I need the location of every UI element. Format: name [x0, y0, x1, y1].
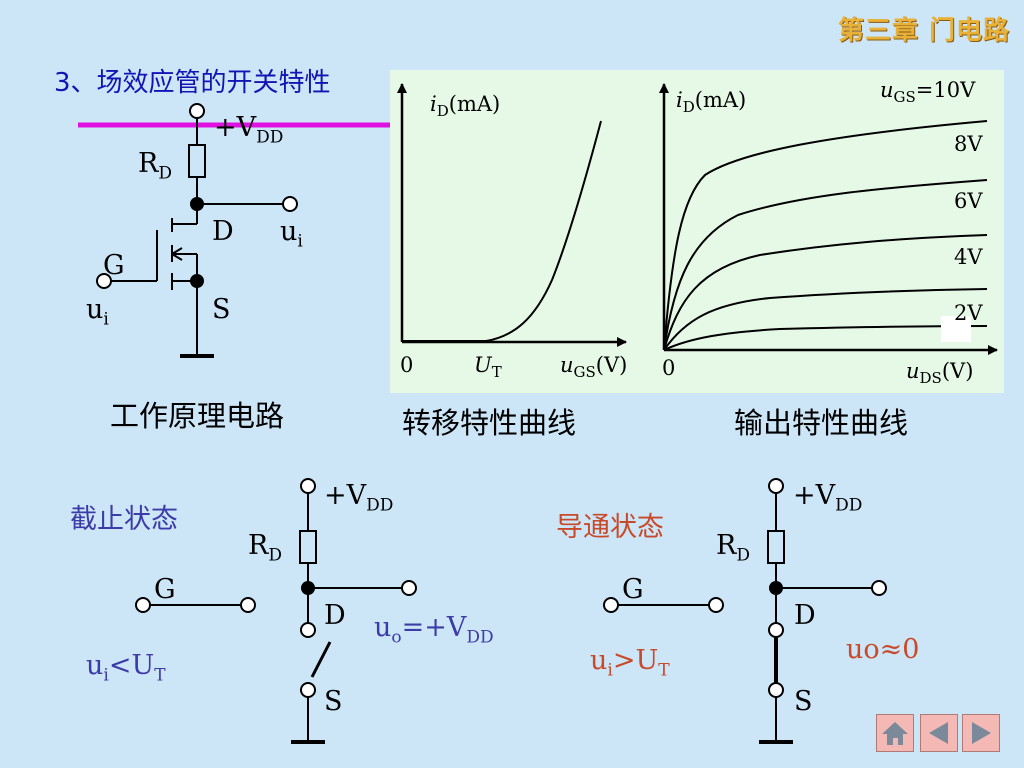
cutoff-drain-label: D [324, 600, 346, 631]
supply-label: +VDD [214, 112, 284, 148]
gate-label: G [103, 250, 125, 281]
cutoff-circuit [135, 478, 417, 744]
supply-terminal [189, 103, 205, 119]
output-curves [663, 120, 988, 351]
transfer-origin: 0 [400, 353, 414, 377]
curve-2v [663, 325, 988, 351]
transfer-curve-panel [390, 70, 654, 393]
label-mask [941, 316, 971, 342]
drain-label: D [212, 216, 234, 247]
output-origin: 0 [662, 356, 676, 380]
output-axes [659, 83, 998, 355]
circuit-caption: 工作原理电路 [110, 399, 285, 433]
home-icon [882, 722, 908, 745]
conduction-resistor [767, 530, 785, 564]
conduction-output-label: uo≈0 [846, 634, 920, 665]
transfer-curve [402, 120, 602, 342]
curve-8v [663, 179, 988, 351]
resistor-rd [188, 144, 206, 178]
cutoff-output-label: uo=+VDD [374, 612, 494, 648]
cutoff-supply-label: +VDD [324, 480, 394, 516]
resistor-label: RD [138, 148, 172, 184]
threshold-label: UT [474, 353, 502, 382]
cutoff-gate-label: G [154, 574, 176, 605]
series-label-8v: 8V [954, 132, 983, 156]
conduction-resistor-label: RD [716, 530, 750, 566]
arrow-right-icon [972, 722, 991, 744]
output-terminal [282, 196, 298, 212]
output-x-label: uDS(V) [906, 359, 974, 388]
section-title: 3、场效应管的开关特性 [54, 68, 331, 98]
conduction-state-title: 导通状态 [556, 512, 664, 543]
conduction-circuit [603, 478, 887, 744]
transfer-axes [397, 83, 627, 347]
home-button[interactable] [876, 714, 914, 752]
series-label-4v: 4V [954, 245, 983, 269]
source-label: S [212, 294, 231, 325]
conduction-gate-label: G [622, 574, 644, 605]
transfer-x-label: uGS(V) [560, 353, 628, 382]
transfer-y-label: iD(mA) [430, 92, 501, 121]
series-label-6v: 6V [954, 189, 983, 213]
cutoff-resistor-label: RD [248, 530, 282, 566]
input-terminal [96, 273, 112, 289]
output-label: ui [280, 216, 303, 252]
open-switch [310, 641, 332, 678]
next-button[interactable] [962, 714, 1000, 752]
cutoff-source-label: S [324, 686, 343, 717]
conduction-condition: ui>UT [590, 645, 670, 681]
curve-6v [663, 234, 988, 351]
conduction-source-label: S [794, 686, 813, 717]
chapter-title: 第三章 门电路 [837, 16, 1010, 46]
previous-button[interactable] [920, 714, 958, 752]
conduction-drain-label: D [794, 600, 816, 631]
curve-4v [663, 288, 988, 351]
series-label-2v: 2V [954, 301, 983, 325]
cutoff-resistor [299, 530, 317, 564]
conduction-supply-label: +VDD [793, 480, 863, 516]
working-circuit [96, 103, 298, 358]
transfer-caption: 转移特性曲线 [402, 406, 577, 440]
arrow-left-icon [929, 722, 948, 744]
cutoff-condition: ui<UT [86, 650, 166, 686]
cutoff-state-title: 截止状态 [70, 504, 178, 535]
curve-10v [663, 120, 988, 351]
input-label: ui [86, 294, 109, 330]
series-label-10v: uGS=10V [880, 78, 976, 107]
output-caption: 输出特性曲线 [734, 406, 909, 440]
output-y-label: iD(mA) [676, 88, 747, 117]
